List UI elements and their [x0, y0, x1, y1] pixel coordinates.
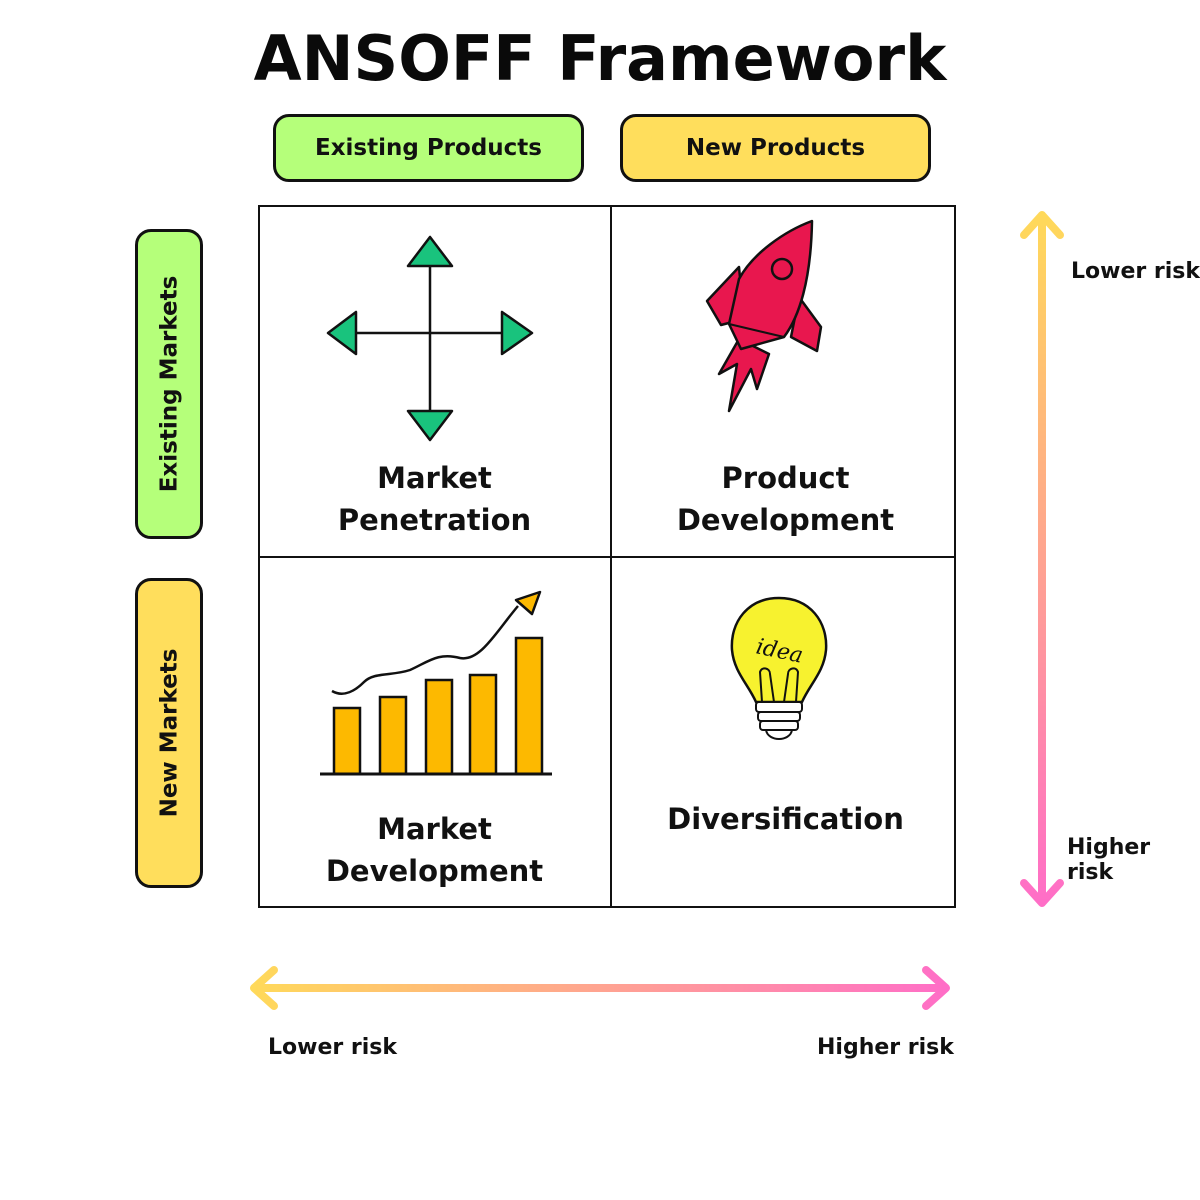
- rocket-icon: [705, 219, 823, 413]
- vertical-risk-high-label: Higher risk: [1067, 835, 1151, 885]
- quadrant-label: Market Penetration: [337, 461, 532, 537]
- vertical-risk-low-label: Lower risk: [1071, 259, 1200, 284]
- quadrant-label: Diversification: [667, 802, 904, 836]
- vertical-risk-arrow: [1020, 211, 1064, 907]
- bar-chart-growth-icon: [320, 590, 552, 776]
- row-header-label: New Markets: [156, 648, 183, 818]
- quadrant-market-development: Market Development: [260, 558, 609, 907]
- quadrant-product-development: Product Development: [611, 207, 960, 556]
- column-header-label: Existing Products: [314, 135, 542, 161]
- ansoff-matrix: Market Penetration Product Development: [258, 205, 956, 908]
- horizontal-risk-low-label: Lower risk: [268, 1035, 398, 1060]
- row-header-label: Existing Markets: [156, 275, 182, 493]
- row-header-existing-markets: Existing Markets: [135, 229, 203, 539]
- column-header-new-products: New Products: [620, 114, 931, 182]
- four-way-arrows-icon: [326, 235, 534, 442]
- row-header-new-markets: New Markets: [135, 578, 203, 888]
- quadrant-diversification: idea Diversification: [611, 558, 960, 907]
- page-title: ANSOFF Framework: [253, 22, 947, 95]
- horizontal-risk-arrow: [250, 966, 950, 1010]
- column-header-existing-products: Existing Products: [273, 114, 584, 182]
- quadrant-market-penetration: Market Penetration: [260, 207, 609, 556]
- grid-divider-horizontal: [260, 556, 954, 558]
- column-header-label: New Products: [685, 135, 866, 161]
- quadrant-label: Product Development: [676, 461, 895, 537]
- idea-lightbulb-icon: idea: [730, 596, 828, 740]
- quadrant-label: Market Development: [325, 812, 544, 888]
- horizontal-risk-high-label: Higher risk: [817, 1035, 954, 1060]
